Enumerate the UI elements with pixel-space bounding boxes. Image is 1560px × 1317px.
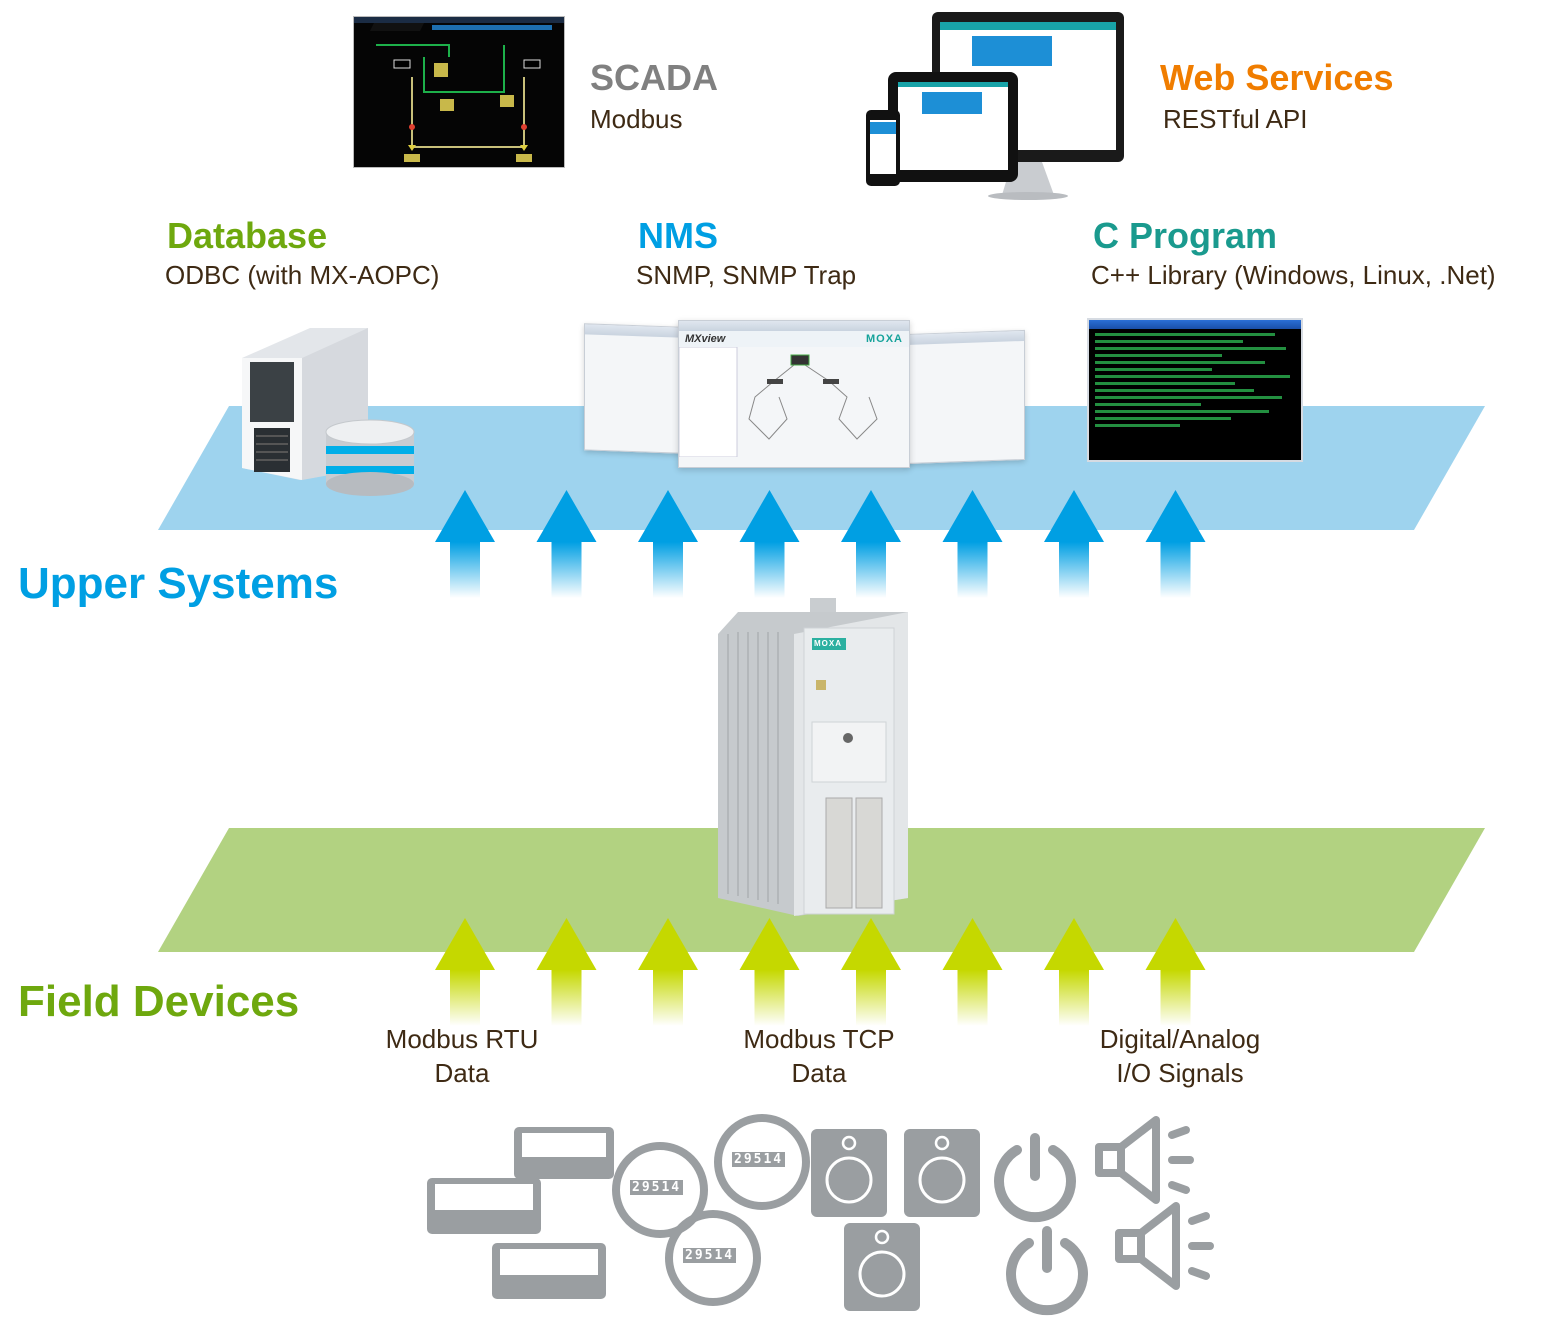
c-program-subtitle: C++ Library (Windows, Linux, .Net) bbox=[1091, 260, 1496, 290]
upward-data-arrow bbox=[435, 490, 495, 598]
power-icon bbox=[1006, 1226, 1088, 1316]
database-subtitle: ODBC (with MX-AOPC) bbox=[165, 260, 440, 290]
upper-systems-label: Upper Systems bbox=[18, 559, 339, 608]
counter-meter-icon bbox=[714, 1114, 810, 1210]
counter-readout: 29514 bbox=[732, 1152, 786, 1167]
moxa-io-device: MOXA bbox=[718, 598, 908, 918]
field-arrows bbox=[435, 918, 1206, 1026]
upward-data-arrow bbox=[638, 490, 698, 598]
upward-data-arrow bbox=[1145, 490, 1206, 598]
horn-speaker-icon bbox=[1095, 1116, 1194, 1204]
c-program-terminal bbox=[1087, 318, 1303, 462]
field-data-arrow bbox=[1044, 918, 1104, 1026]
nms-subtitle: SNMP, SNMP Trap bbox=[636, 260, 857, 290]
field-data-arrow bbox=[435, 918, 495, 1026]
upward-data-arrow bbox=[739, 490, 800, 598]
field-data-arrow bbox=[536, 918, 597, 1026]
scada-title: SCADA bbox=[590, 57, 719, 98]
scada-diagram-icon bbox=[354, 17, 564, 162]
field-data-arrow bbox=[739, 918, 800, 1026]
horn-speaker-icon bbox=[1115, 1202, 1214, 1290]
database-title: Database bbox=[167, 215, 328, 256]
upward-data-arrow bbox=[942, 490, 1003, 598]
field-data-arrow bbox=[1145, 918, 1206, 1026]
io-controller-icon bbox=[718, 598, 908, 916]
data-type-digital-analog: Digital/Analog I/O Signals bbox=[1070, 1026, 1290, 1086]
data-type-line1: Modbus RTU bbox=[385, 1024, 539, 1054]
counter-meter-icon bbox=[665, 1210, 761, 1306]
web-services-subtitle: RESTful API bbox=[1163, 104, 1308, 134]
panel-meter-icon bbox=[514, 1127, 614, 1179]
field-data-arrow bbox=[841, 918, 901, 1026]
upper-arrows bbox=[435, 490, 1206, 598]
data-type-line2: Data bbox=[791, 1058, 847, 1088]
field-devices-label: Field Devices bbox=[18, 977, 300, 1026]
data-type-line1: Digital/Analog bbox=[1099, 1024, 1261, 1054]
data-type-line2: I/O Signals bbox=[1116, 1058, 1244, 1088]
data-type-modbus-rtu: Modbus RTU Data bbox=[362, 1026, 562, 1086]
database-cylinder-icon bbox=[325, 419, 415, 496]
panel-meter-icon bbox=[427, 1178, 541, 1234]
field-data-arrow bbox=[942, 918, 1003, 1026]
data-type-line1: Modbus TCP bbox=[743, 1024, 895, 1054]
counter-readout: 29514 bbox=[630, 1180, 684, 1195]
network-topology-icon bbox=[678, 346, 878, 458]
power-icon bbox=[994, 1133, 1076, 1223]
monitor-tablet-phone-icon bbox=[866, 12, 1124, 200]
scada-screenshot bbox=[353, 16, 565, 168]
speaker-box-icon bbox=[811, 1129, 887, 1217]
data-type-line2: Data bbox=[434, 1058, 490, 1088]
upward-data-arrow bbox=[841, 490, 901, 598]
counter-meter-icon bbox=[612, 1142, 708, 1238]
upward-data-arrow bbox=[1044, 490, 1104, 598]
speaker-box-icon bbox=[904, 1129, 980, 1217]
upward-data-arrow bbox=[536, 490, 597, 598]
web-devices-illustration bbox=[862, 10, 1132, 200]
server-database-illustration bbox=[240, 318, 430, 498]
moxa-logo: MOXA bbox=[866, 333, 903, 345]
speaker-box-icon bbox=[844, 1223, 920, 1311]
scada-subtitle: Modbus bbox=[590, 104, 683, 134]
moxa-device-logo: MOXA bbox=[814, 639, 842, 648]
field-data-arrow bbox=[638, 918, 698, 1026]
nms-title: NMS bbox=[638, 215, 718, 256]
nms-window-mxview: MXview MOXA bbox=[678, 320, 910, 468]
mxview-app-name: MXview bbox=[685, 333, 726, 345]
counter-readout: 29514 bbox=[683, 1248, 737, 1263]
c-program-title: C Program bbox=[1093, 215, 1278, 256]
panel-meter-icon bbox=[492, 1243, 606, 1299]
data-type-modbus-tcp: Modbus TCP Data bbox=[719, 1026, 919, 1086]
web-services-title: Web Services bbox=[1160, 57, 1394, 98]
